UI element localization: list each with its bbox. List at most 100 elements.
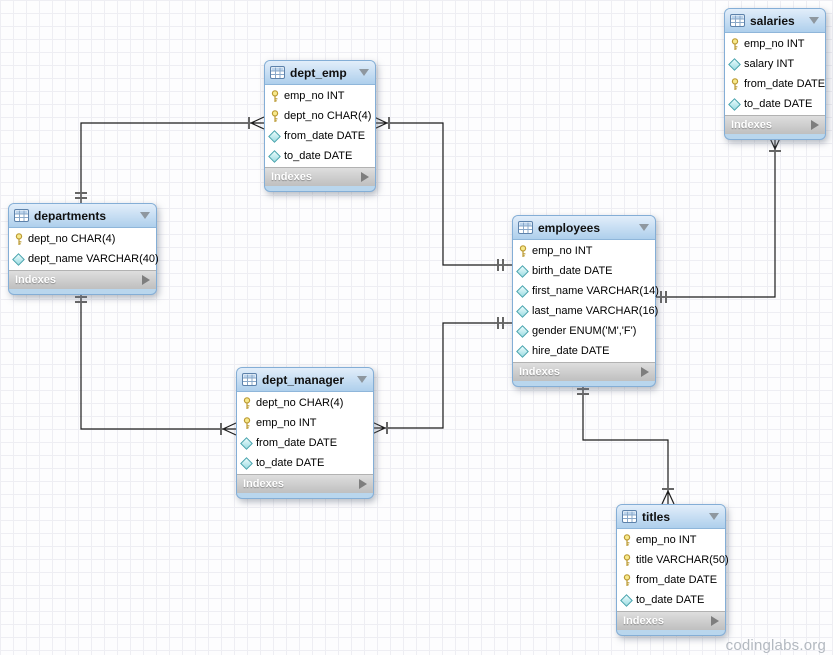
table-icon bbox=[730, 14, 745, 27]
table-icon bbox=[242, 373, 257, 386]
indexes-label: Indexes bbox=[15, 274, 56, 286]
expand-arrow-icon[interactable] bbox=[142, 275, 150, 285]
column-diamond-icon bbox=[728, 57, 741, 71]
column-label: emp_no INT bbox=[284, 90, 345, 102]
column-row: to_date DATE bbox=[265, 146, 375, 166]
column-label: dept_no CHAR(4) bbox=[28, 233, 116, 245]
column-row: emp_no INT bbox=[617, 530, 725, 550]
indexes-bar[interactable]: Indexes bbox=[9, 270, 156, 289]
collapse-arrow-icon[interactable] bbox=[809, 17, 819, 24]
column-row: to_date DATE bbox=[617, 590, 725, 610]
table-columns: dept_no CHAR(4) dept_name VARCHAR(40) bbox=[9, 228, 159, 270]
table-icon bbox=[622, 510, 637, 523]
column-label: from_date DATE bbox=[284, 130, 366, 142]
table-icon bbox=[518, 221, 533, 234]
indexes-bar[interactable]: Indexes bbox=[237, 474, 373, 493]
column-diamond-icon bbox=[516, 324, 529, 338]
collapse-arrow-icon[interactable] bbox=[357, 376, 367, 383]
table-header[interactable]: departments bbox=[9, 204, 156, 228]
expand-arrow-icon[interactable] bbox=[359, 479, 367, 489]
column-label: to_date DATE bbox=[284, 150, 353, 162]
column-row: emp_no INT bbox=[237, 413, 373, 433]
collapse-arrow-icon[interactable] bbox=[359, 69, 369, 76]
table-departments[interactable]: departments dept_no CHAR(4) dept_name VAR… bbox=[8, 203, 159, 295]
collapse-arrow-icon[interactable] bbox=[639, 224, 649, 231]
table-bottom-strip bbox=[725, 134, 825, 139]
column-label: title VARCHAR(50) bbox=[636, 554, 729, 566]
table-title: departments bbox=[34, 208, 107, 223]
table-titles[interactable]: titles emp_no INT title VARCHAR(50) from_d… bbox=[616, 504, 729, 636]
table-header[interactable]: salaries bbox=[725, 9, 825, 33]
column-row: first_name VARCHAR(14) bbox=[513, 281, 659, 301]
expand-arrow-icon[interactable] bbox=[361, 172, 369, 182]
table-title: dept_manager bbox=[262, 372, 345, 387]
column-label: emp_no INT bbox=[636, 534, 697, 546]
relationship-employees-titles[interactable] bbox=[577, 383, 675, 505]
table-header[interactable]: employees bbox=[513, 216, 655, 240]
indexes-label: Indexes bbox=[271, 171, 312, 183]
collapse-arrow-icon[interactable] bbox=[709, 513, 719, 520]
column-row: from_date DATE bbox=[237, 433, 373, 453]
primary-key-icon bbox=[241, 416, 252, 430]
column-diamond-icon bbox=[516, 264, 529, 278]
expand-arrow-icon[interactable] bbox=[811, 120, 819, 130]
table-header[interactable]: dept_emp bbox=[265, 61, 375, 85]
indexes-bar[interactable]: Indexes bbox=[725, 115, 825, 134]
expand-arrow-icon[interactable] bbox=[641, 367, 649, 377]
table-bottom-strip bbox=[237, 493, 373, 498]
column-row: emp_no INT bbox=[725, 34, 825, 54]
column-row: birth_date DATE bbox=[513, 261, 655, 281]
column-label: gender ENUM('M','F') bbox=[532, 325, 637, 337]
column-row: last_name VARCHAR(16) bbox=[513, 301, 658, 321]
column-diamond-icon bbox=[620, 593, 633, 607]
primary-key-icon bbox=[621, 553, 632, 567]
column-row: to_date DATE bbox=[237, 453, 373, 473]
column-diamond-icon bbox=[268, 129, 281, 143]
column-label: emp_no INT bbox=[744, 38, 805, 50]
collapse-arrow-icon[interactable] bbox=[140, 212, 150, 219]
column-label: dept_name VARCHAR(40) bbox=[28, 253, 159, 265]
column-row: salary INT bbox=[725, 54, 825, 74]
table-columns: emp_no INT title VARCHAR(50) from_date DAT… bbox=[617, 529, 729, 611]
primary-key-icon bbox=[729, 37, 740, 51]
primary-key-icon bbox=[13, 232, 24, 246]
table-header[interactable]: dept_manager bbox=[237, 368, 373, 392]
column-label: emp_no INT bbox=[256, 417, 317, 429]
relationship-dept_manager-employees[interactable] bbox=[371, 317, 512, 435]
relationship-departments-dept_emp[interactable] bbox=[75, 116, 265, 203]
column-diamond-icon bbox=[728, 97, 741, 111]
table-bottom-strip bbox=[513, 381, 655, 386]
indexes-bar[interactable]: Indexes bbox=[617, 611, 725, 630]
column-row: title VARCHAR(50) bbox=[617, 550, 729, 570]
indexes-bar[interactable]: Indexes bbox=[265, 167, 375, 186]
relationship-departments-dept_manager[interactable] bbox=[75, 291, 237, 436]
primary-key-icon bbox=[729, 77, 740, 91]
relationship-dept_emp-employees[interactable] bbox=[373, 116, 512, 271]
expand-arrow-icon[interactable] bbox=[711, 616, 719, 626]
column-label: from_date DATE bbox=[636, 574, 718, 586]
column-label: salary INT bbox=[744, 58, 795, 70]
relationship-employees-salaries[interactable] bbox=[654, 135, 782, 303]
primary-key-icon bbox=[241, 396, 252, 410]
column-diamond-icon bbox=[240, 456, 253, 470]
column-diamond-icon bbox=[516, 284, 529, 298]
table-header[interactable]: titles bbox=[617, 505, 725, 529]
primary-key-icon bbox=[621, 533, 632, 547]
column-label: to_date DATE bbox=[256, 457, 325, 469]
column-row: gender ENUM('M','F') bbox=[513, 321, 655, 341]
indexes-bar[interactable]: Indexes bbox=[513, 362, 655, 381]
column-label: birth_date DATE bbox=[532, 265, 613, 277]
table-bottom-strip bbox=[9, 289, 156, 294]
table-bottom-strip bbox=[265, 186, 375, 191]
primary-key-icon bbox=[269, 89, 280, 103]
table-title: titles bbox=[642, 509, 671, 524]
